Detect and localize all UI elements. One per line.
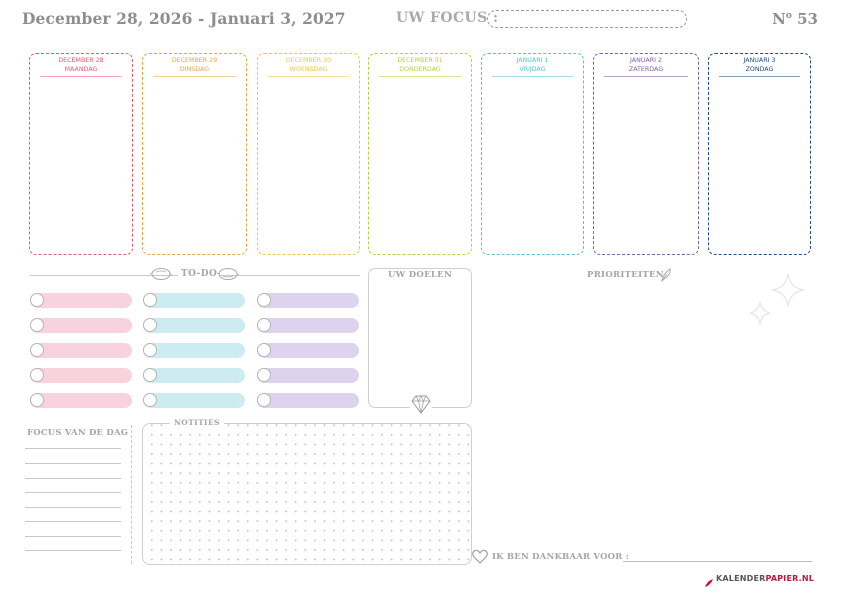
todo-item[interactable] [257, 318, 359, 333]
todo-checkbox[interactable] [257, 318, 271, 332]
todo-item[interactable] [257, 343, 359, 358]
focus-line[interactable] [25, 492, 121, 493]
focus-of-day-title: FOCUS VAN DE DAG [27, 428, 129, 438]
todo-checkbox[interactable] [143, 293, 157, 307]
day-card-friday[interactable]: JANUARI 1 VRIJDAG [481, 53, 584, 255]
todo-checkbox[interactable] [257, 368, 271, 382]
focus-line[interactable] [25, 507, 121, 508]
sparkle-icon [744, 268, 814, 330]
todo-checkbox[interactable] [30, 393, 44, 407]
lemon-icon [216, 266, 240, 282]
lemon-icon [149, 266, 173, 282]
todo-item[interactable] [143, 318, 245, 333]
focus-divider [131, 425, 132, 564]
day-header: JANUARI 3 ZONDAG [709, 54, 810, 77]
day-weekday: MAANDAG [64, 66, 98, 73]
gratitude-line[interactable] [623, 561, 812, 562]
todo-item[interactable] [30, 318, 132, 333]
day-date: DECEMBER 28 [58, 57, 104, 64]
notes-title: NOTITIES [170, 418, 224, 427]
day-card-sunday[interactable]: JANUARI 3 ZONDAG [708, 53, 811, 255]
day-weekday: DONDERDAG [399, 66, 441, 73]
todo-item[interactable] [143, 393, 245, 408]
todo-checkbox[interactable] [257, 343, 271, 357]
day-weekday: WOENSDAG [289, 66, 328, 73]
todo-checkbox[interactable] [30, 343, 44, 357]
todo-title: TO-DO [178, 269, 221, 279]
todo-checkbox[interactable] [30, 293, 44, 307]
focus-line[interactable] [25, 448, 121, 449]
priorities-title: PRIORITEITEN [587, 270, 664, 280]
todo-checkbox[interactable] [257, 293, 271, 307]
day-card-wednesday[interactable]: DECEMBER 30 WOENSDAG [257, 53, 360, 255]
todo-item[interactable] [143, 343, 245, 358]
day-header: JANUARI 2 ZATERDAG [594, 54, 698, 77]
day-date: DECEMBER 29 [171, 57, 218, 64]
focus-line[interactable] [25, 550, 121, 551]
todo-checkbox[interactable] [143, 393, 157, 407]
todo-item[interactable] [30, 368, 132, 383]
day-header: DECEMBER 29 DINSDAG [143, 54, 246, 77]
heart-icon [472, 549, 488, 564]
day-card-saturday[interactable]: JANUARI 2 ZATERDAG [593, 53, 699, 255]
brand-logo-icon [704, 573, 714, 587]
feather-icon [660, 267, 672, 283]
todo-checkbox[interactable] [143, 343, 157, 357]
day-header: JANUARI 1 VRIJDAG [482, 54, 583, 77]
todo-item[interactable] [257, 368, 359, 383]
day-card-tuesday[interactable]: DECEMBER 29 DINSDAG [142, 53, 247, 255]
todo-item[interactable] [143, 293, 245, 308]
day-weekday: VRIJDAG [519, 66, 546, 73]
notes-dot-grid[interactable] [142, 423, 472, 565]
day-weekday: ZATERDAG [628, 66, 664, 73]
goals-box[interactable] [368, 268, 472, 408]
todo-item[interactable] [30, 293, 132, 308]
day-date: DECEMBER 31 [397, 57, 443, 64]
todo-item[interactable] [30, 393, 132, 408]
day-weekday: ZONDAG [745, 66, 774, 73]
day-date: DECEMBER 30 [285, 57, 332, 64]
focus-line[interactable] [25, 521, 121, 522]
todo-item[interactable] [257, 393, 359, 408]
diamond-icon [410, 393, 432, 415]
focus-input[interactable] [487, 10, 687, 28]
day-header: DECEMBER 28 MAANDAG [30, 54, 132, 77]
todo-checkbox[interactable] [257, 393, 271, 407]
week-number: No 53 [772, 10, 818, 28]
day-date: JANUARI 3 [743, 57, 776, 64]
brand-logo[interactable]: KALENDERPAPIER.NL [716, 574, 815, 583]
todo-item[interactable] [257, 293, 359, 308]
day-header: DECEMBER 31 DONDERDAG [369, 54, 471, 77]
todo-item[interactable] [143, 368, 245, 383]
todo-checkbox[interactable] [30, 368, 44, 382]
todo-checkbox[interactable] [143, 368, 157, 382]
focus-line[interactable] [25, 463, 121, 464]
todo-checkbox[interactable] [30, 318, 44, 332]
date-range-title: December 28, 2026 - Januari 3, 2027 [22, 9, 346, 28]
day-card-monday[interactable]: DECEMBER 28 MAANDAG [29, 53, 133, 255]
todo-item[interactable] [30, 343, 132, 358]
focus-line[interactable] [25, 478, 121, 479]
day-date: JANUARI 2 [630, 57, 662, 64]
todo-checkbox[interactable] [143, 318, 157, 332]
day-date: JANUARI 1 [516, 57, 549, 64]
focus-line[interactable] [25, 536, 121, 537]
day-header: DECEMBER 30 WOENSDAG [258, 54, 359, 77]
day-card-thursday[interactable]: DECEMBER 31 DONDERDAG [368, 53, 472, 255]
gratitude-label: IK BEN DANKBAAR VOOR : [492, 552, 630, 562]
day-weekday: DINSDAG [179, 66, 210, 73]
goals-title: UW DOELEN [387, 270, 453, 280]
focus-label: UW FOCUS : [396, 10, 499, 26]
